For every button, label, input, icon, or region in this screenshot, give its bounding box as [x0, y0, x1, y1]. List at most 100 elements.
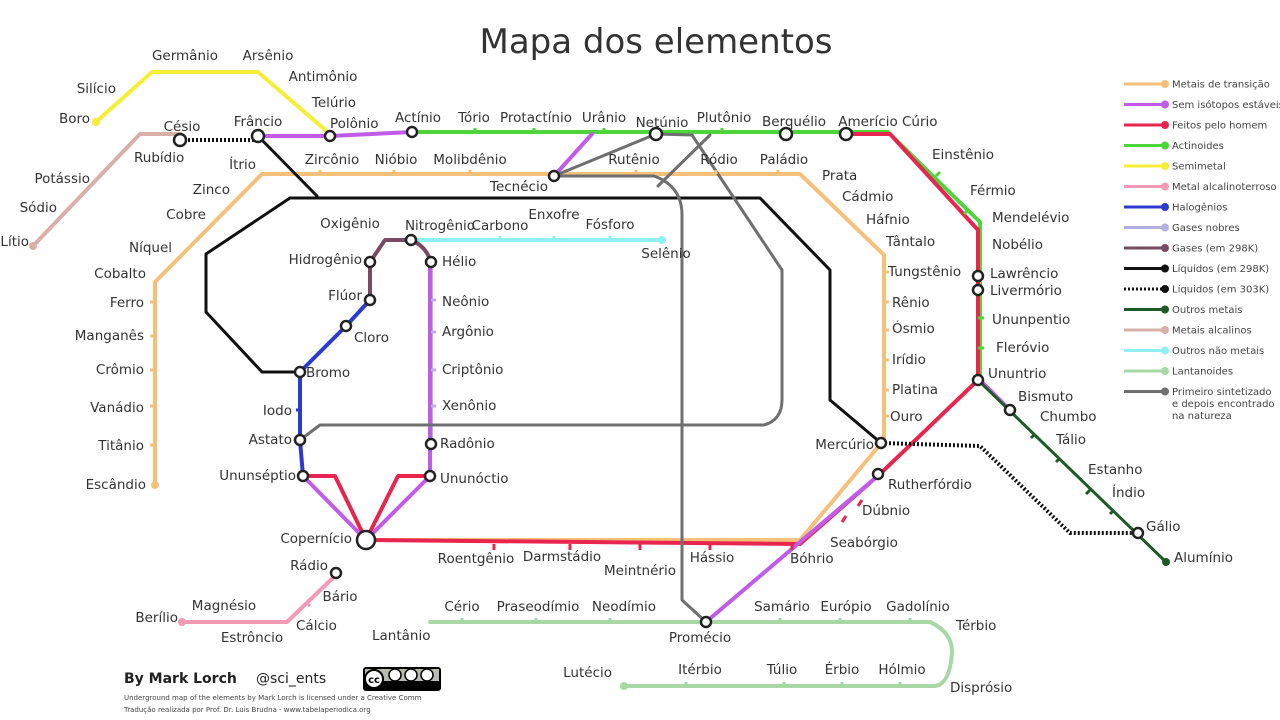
legend-swatch-dot — [1161, 121, 1169, 129]
legend-label-metais-alcalinos: Metais alcalinos — [1172, 326, 1252, 337]
metro-line-6 — [368, 238, 433, 302]
credit-author: By Mark Lorch — [124, 671, 237, 687]
legend-swatch-dot — [1161, 326, 1169, 334]
interchange-station — [423, 469, 437, 483]
interchange-station — [339, 319, 353, 333]
metro-line-0 — [428, 620, 954, 688]
terminal-station — [658, 236, 666, 244]
credit-license: Underground map of the elements by Mark … — [124, 694, 422, 702]
legend-label-lantanoides: Lantanoides — [1172, 367, 1233, 378]
station-indio: Índio — [1112, 484, 1145, 501]
station-roentgenio: Roentgênio — [438, 551, 515, 567]
cc-license-badge: cc — [363, 667, 441, 691]
station-seaborgio: Seabórgio — [830, 535, 898, 551]
station-silicio: Silício — [77, 81, 116, 97]
station-praseodimio: Praseodímio — [497, 599, 580, 615]
stop-tick — [856, 499, 864, 507]
station-mercurio: Mercúrio — [815, 437, 874, 453]
station-lantanio: Lantânio — [372, 628, 430, 644]
interchange-station — [871, 467, 885, 481]
station-mendelevio: Mendelévio — [992, 210, 1069, 226]
station-netunio: Netúnio — [636, 115, 689, 131]
legend-swatch-dot — [1161, 162, 1169, 170]
svg-text:cc: cc — [368, 675, 380, 686]
legend-label-na-natureza: na natureza — [1172, 411, 1232, 422]
station-litio: Lítio — [0, 234, 29, 250]
legend-swatch-dot — [1161, 141, 1169, 150]
interchange-station — [1131, 526, 1145, 540]
legend-swatch-dot — [1161, 244, 1169, 252]
station-flerovio: Fleróvio — [996, 340, 1049, 356]
station-helio: Hélio — [442, 254, 476, 270]
station-samario: Samário — [754, 599, 810, 615]
terminal-station — [1162, 558, 1170, 566]
station-ununseptio: Ununséptio — [219, 468, 296, 484]
station-tantalo: Tântalo — [885, 234, 935, 250]
interchange-station — [424, 255, 438, 269]
legend-swatch-dot — [1161, 203, 1169, 211]
terminal-station — [151, 481, 159, 489]
stop-tick — [962, 208, 970, 216]
legend-swatch-dot — [1161, 305, 1169, 314]
station-cromio: Crômio — [96, 362, 144, 378]
station-osmio: Ósmio — [892, 319, 935, 337]
station-vanadio: Vanádio — [90, 400, 144, 416]
station-sodio: Sódio — [20, 200, 57, 216]
interchange-station — [971, 283, 985, 297]
station-livermorio: Livermório — [990, 283, 1062, 299]
interchange-station — [838, 126, 854, 142]
station-cobalto: Cobalto — [94, 266, 146, 282]
station-americio: Amerício — [838, 114, 897, 130]
station-actinio: Actínio — [395, 110, 441, 126]
station-manganes: Manganês — [75, 328, 144, 344]
metro-line-1 — [180, 571, 340, 624]
station-bohrio: Bóhrio — [790, 551, 834, 567]
station-galio: Gálio — [1146, 519, 1181, 535]
station-rutenio: Rutênio — [608, 152, 660, 168]
legend-label-metais-de-transicao: Metais de transição — [1172, 80, 1270, 91]
stop-tick — [1084, 488, 1092, 496]
interchange-station — [363, 293, 377, 307]
interchange-station — [363, 255, 377, 269]
station-ferro: Ferro — [110, 295, 144, 311]
interchange-station — [547, 169, 561, 183]
station-talio: Tálio — [1055, 432, 1086, 448]
station-xenonio: Xenônio — [442, 398, 496, 414]
legend-label-actinoides: Actinoides — [1172, 141, 1224, 152]
metro-stations — [29, 118, 1170, 690]
station-cadmio: Cádmio — [842, 189, 893, 205]
station-zirconio: Zircônio — [305, 152, 360, 168]
station-estanho: Estanho — [1088, 462, 1143, 478]
station-cloro: Cloro — [354, 330, 389, 346]
legend-label-gases-nobres: Gases nobres — [1172, 223, 1240, 234]
station-terbio: Térbio — [955, 618, 996, 634]
interchange-station — [172, 132, 188, 148]
interchange-station — [1003, 403, 1017, 417]
station-berquelio: Berquélio — [762, 114, 826, 130]
stop-tick — [1108, 508, 1116, 516]
interchange-station — [971, 269, 985, 283]
station-niobio: Nióbio — [375, 152, 418, 168]
legend-label-halogenios: Halogênios — [1172, 202, 1228, 214]
station-meintnerio: Meintnério — [604, 563, 676, 579]
station-darmstadio: Darmstádio — [523, 549, 601, 565]
metro-line-3 — [94, 70, 332, 136]
station-boro: Boro — [59, 111, 90, 127]
legend-label-outros-nao-metais: Outros não metais — [1172, 346, 1264, 357]
station-cobre: Cobre — [166, 207, 206, 223]
station-disprosio: Disprósio — [950, 680, 1012, 696]
legend-label-e-depois-encontrado: e depois encontrado — [1172, 399, 1275, 410]
station-ununoctio: Ununóctio — [440, 471, 509, 487]
legend-label-liquidos-em-303k: Líquidos (em 303K) — [1172, 284, 1269, 296]
station-telurio: Telúrio — [311, 95, 356, 111]
station-curio: Cúrio — [902, 114, 938, 130]
station-molibdenio: Molibdênio — [433, 152, 506, 168]
station-rutherfordio: Rutherfórdio — [888, 477, 972, 493]
interchange-station — [778, 126, 794, 142]
station-fosforo: Fósforo — [585, 217, 634, 233]
station-nitrogenio: Nitrogênio — [405, 218, 475, 234]
stop-tick — [304, 600, 312, 608]
station-rubidio: Rubídio — [134, 150, 184, 166]
station-paladio: Paládio — [760, 152, 808, 168]
legend-label-primeiro-sintetizado: Primeiro sintetizado — [1172, 387, 1272, 398]
